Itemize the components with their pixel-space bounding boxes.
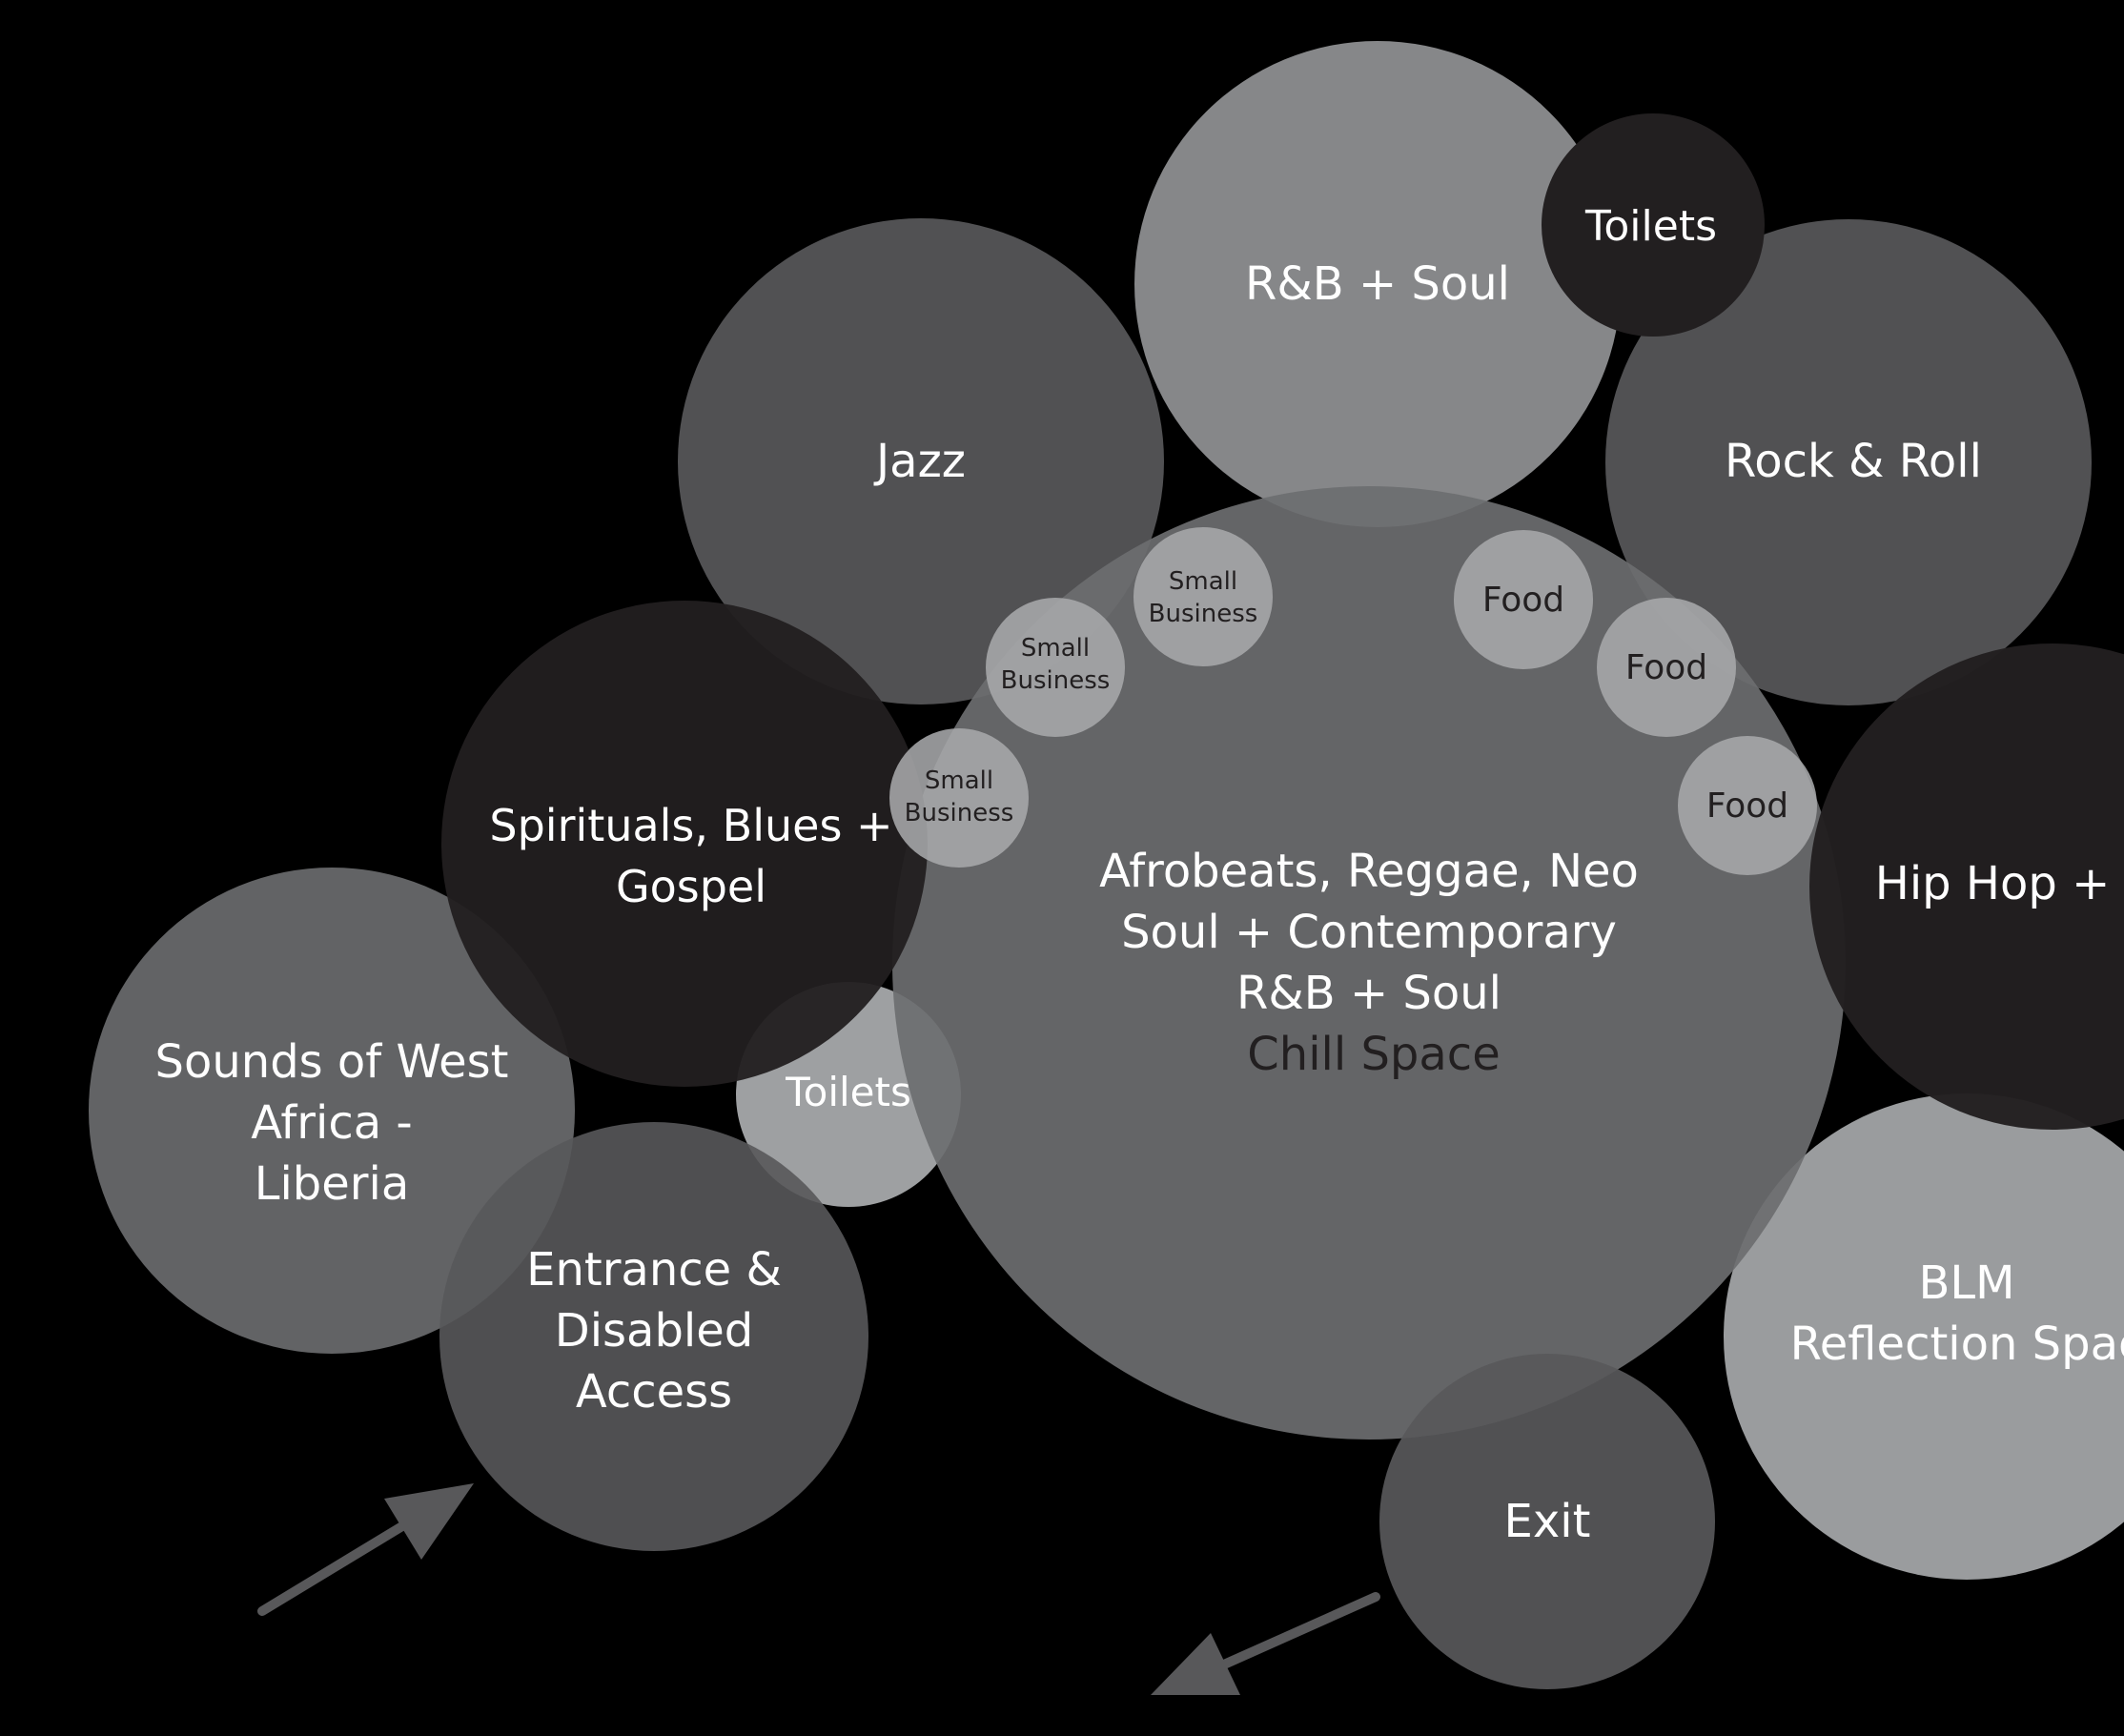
entrance-label-line2: Disabled [555, 1304, 754, 1358]
jazz-label: Jazz [873, 435, 966, 488]
small-business-1-label-line2: Business [1149, 600, 1258, 628]
small-business-3-zone [889, 728, 1029, 868]
food-1-zone [1454, 530, 1593, 669]
exit-label: Exit [1504, 1495, 1591, 1548]
exit-arrow [1151, 1592, 1380, 1695]
toilets-top-zone [1542, 113, 1765, 337]
entry-arrow [257, 1483, 474, 1616]
exit-arrow-shaft [1211, 1592, 1380, 1673]
rnb-soul-label: R&B + Soul [1245, 257, 1510, 311]
main-space-label-line1: Afrobeats, Reggae, Neo [1099, 845, 1639, 898]
exit-arrow-head [1151, 1633, 1240, 1695]
entry-arrow-head [384, 1483, 474, 1560]
rnb-soul-zone [1134, 41, 1621, 527]
small-business-1-zone [1133, 527, 1273, 666]
blm-label-line1: BLM [1918, 1256, 2014, 1310]
small-business-1-label-line1: Small [1169, 567, 1237, 596]
toilets-top-label: Toilets [1584, 202, 1717, 251]
toilets-mid-label: Toilets [785, 1069, 911, 1115]
exit-zone [1379, 1354, 1715, 1689]
spirituals-label-line2: Gospel [616, 861, 766, 912]
entrance-label-line3: Access [576, 1365, 732, 1419]
small-business-3-label-line2: Business [905, 799, 1014, 827]
small-business-3-label-line1: Small [925, 766, 993, 795]
west-africa-liberia-zone [89, 868, 575, 1354]
main-space-label-line4: Chill Space [1247, 1028, 1500, 1081]
hip-hop-label: Hip Hop + [1875, 857, 2111, 910]
spirituals-label-line1: Spirituals, Blues + [489, 800, 892, 851]
main-space-label-line2: Soul + Contemporary [1121, 906, 1617, 959]
spirituals-blues-gospel-zone [441, 601, 928, 1087]
blm-reflection-zone [1724, 1093, 2124, 1580]
small-business-2-zone [986, 598, 1125, 737]
food-2-zone [1597, 598, 1736, 737]
food-3-label: Food [1706, 786, 1788, 826]
rock-roll-zone [1605, 219, 2092, 705]
rock-roll-label: Rock & Roll [1725, 435, 1982, 488]
small-business-2-label-line2: Business [1001, 666, 1111, 695]
main-space-label-line3: R&B + Soul [1236, 967, 1501, 1020]
west-africa-label-line2: Africa - [251, 1096, 412, 1150]
blm-label-line2: Reflection Spac [1790, 1317, 2124, 1371]
west-africa-label-line1: Sounds of West [155, 1035, 509, 1089]
food-1-label: Food [1482, 581, 1564, 620]
entrance-disabled-access-zone [439, 1122, 868, 1551]
main-chill-space-zone [892, 486, 1846, 1440]
food-3-zone [1678, 736, 1817, 875]
entry-arrow-shaft [257, 1511, 424, 1616]
entrance-label-line1: Entrance & [526, 1243, 782, 1297]
food-2-label: Food [1625, 648, 1707, 687]
hip-hop-zone [1809, 643, 2124, 1130]
jazz-zone [678, 218, 1164, 705]
west-africa-label-line3: Liberia [255, 1157, 410, 1211]
small-business-2-label-line1: Small [1021, 634, 1090, 663]
